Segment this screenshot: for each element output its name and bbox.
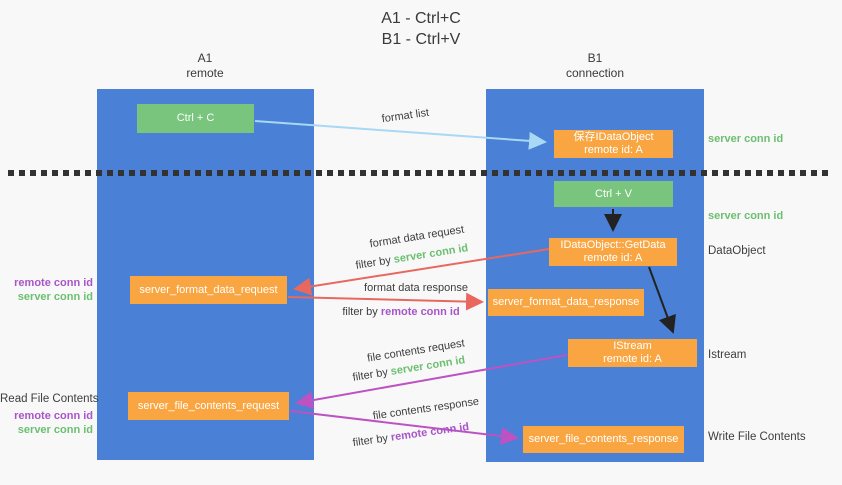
left-label-read-file-contents: Read File Contents [0, 393, 99, 405]
node-idataobject-getdata-line1: IDataObject::GetData [560, 239, 666, 251]
node-server-format-data-request-label: server_format_data_request [139, 283, 278, 296]
lifeline-a1-name: A1 [197, 51, 213, 65]
node-server-format-data-response: server_format_data_response [488, 289, 644, 316]
title-line-2: B1 - Ctrl+V [381, 31, 461, 48]
edge-label-format-data-response-filter: filter by remote conn id [335, 306, 467, 319]
filter-key-remote-conn-id: remote conn id [380, 306, 460, 318]
edge-label-format-data-response-text: format data response [364, 282, 468, 294]
right-label-dataobject: DataObject [708, 245, 766, 257]
node-ctrl-c-label: Ctrl + C [176, 112, 215, 124]
node-save-idataobject: 保存IDataObject remote id: A [554, 130, 673, 158]
session-separator-dotted-line [8, 170, 828, 176]
lifeline-b1-name: B1 [587, 51, 603, 65]
filter-by-text: filter by [342, 306, 381, 318]
title-line-1: A1 - Ctrl+C [381, 10, 461, 27]
node-idataobject-getdata-line2: remote id: A [583, 252, 643, 264]
node-server-file-contents-response-label: server_file_contents_response [528, 433, 679, 445]
filter-by-text: filter by [351, 431, 392, 450]
lifeline-header-b1: B1 connection [535, 51, 655, 81]
filter-by-text: filter by [351, 365, 392, 384]
node-server-file-contents-request: server_file_contents_request [128, 392, 289, 420]
node-server-file-contents-response: server_file_contents_response [523, 426, 684, 453]
left-label-remote-conn-id-2: remote conn id [14, 410, 93, 422]
node-istream-line1: IStream [613, 340, 652, 352]
node-server-format-data-request: server_format_data_request [130, 276, 287, 304]
node-ctrl-c: Ctrl + C [137, 104, 254, 133]
edge-label-format-list-text: format list [380, 106, 430, 126]
right-label-istream: Istream [708, 349, 747, 361]
lifeline-b1-role: connection [565, 66, 625, 80]
left-label-server-conn-id-1: server conn id [17, 291, 93, 303]
edge-label-format-data-response: format data response [356, 282, 476, 295]
node-istream: IStream remote id: A [568, 339, 697, 367]
right-label-write-file-contents: Write File Contents [708, 431, 806, 443]
filter-key-remote-conn-id: remote conn id [390, 420, 470, 444]
node-ctrl-v: Ctrl + V [554, 181, 673, 207]
left-label-server-conn-id-2: server conn id [17, 424, 93, 436]
lifeline-header-a1: A1 remote [145, 51, 265, 81]
arrow-format-data-response [287, 292, 484, 311]
right-label-server-conn-id-1: server conn id [708, 133, 784, 145]
edge-label-format-list: format list [358, 103, 454, 129]
node-server-file-contents-request-label: server_file_contents_request [137, 399, 280, 412]
left-label-remote-conn-id-1: remote conn id [14, 277, 93, 289]
node-idataobject-getdata: IDataObject::GetData remote id: A [549, 238, 677, 266]
lifeline-a1-role: remote [186, 66, 224, 80]
node-save-idataobject-line2: remote id: A [584, 144, 643, 156]
right-label-server-conn-id-2: server conn id [708, 210, 784, 222]
diagram-title: A1 - Ctrl+C B1 - Ctrl+V [0, 8, 842, 50]
edge-label-file-contents-response-filter: filter by remote conn id [340, 419, 482, 452]
edge-label-file-contents-response-text: file contents response [372, 395, 480, 423]
node-server-format-data-response-label: server_format_data_response [492, 296, 640, 308]
node-save-idataobject-line1: 保存IDataObject [573, 131, 654, 143]
node-ctrl-v-label: Ctrl + V [595, 187, 632, 200]
filter-by-text: filter by [354, 253, 395, 272]
node-istream-line2: remote id: A [603, 353, 662, 365]
